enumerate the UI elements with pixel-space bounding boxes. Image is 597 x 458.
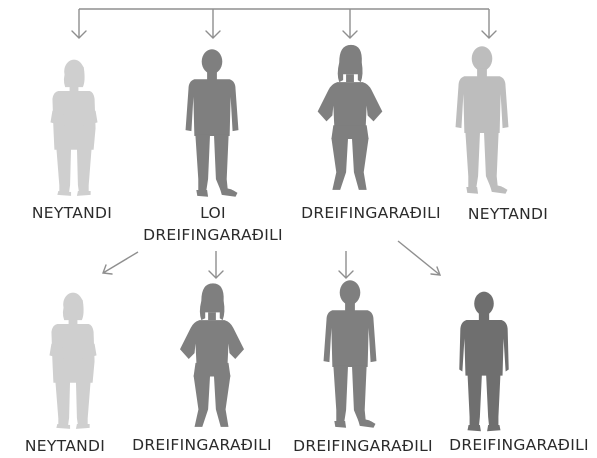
top-label-distributor-loi: LOI DREIFINGARAÐILI [143, 204, 283, 244]
bottom-label-distributor-3: DREIFINGARAÐILI [449, 436, 589, 454]
middle-connector-arrows [102, 240, 441, 278]
bottom-label-consumer: NEYTANDI [24, 437, 106, 455]
arrowhead-icon [208, 270, 224, 279]
arrowhead-icon [481, 30, 497, 39]
arrowhead-icon [338, 270, 354, 279]
top-label-consumer-2: NEYTANDI [467, 205, 549, 223]
arrowheads [71, 30, 497, 279]
woman-hands-on-hips-icon [179, 283, 245, 427]
man-suit-tie-icon [323, 280, 377, 428]
man-suit-tie-icon [185, 49, 239, 197]
top-label-consumer-1: NEYTANDI [31, 204, 113, 222]
bottom-label-distributor-2: DREIFINGARAÐILI [293, 437, 433, 455]
man-suit-tie-icon [455, 46, 509, 194]
arrowhead-icon [71, 30, 87, 39]
arrowhead-icon [430, 266, 442, 276]
arrowhead-icon [102, 264, 113, 275]
arrow-to-bottom-4 [397, 240, 441, 276]
woman-hands-on-hips-icon [317, 44, 383, 190]
arrowhead-icon [205, 30, 221, 39]
man-casual-icon [459, 291, 509, 432]
top-label-distributor: DREIFINGARAÐILI [301, 204, 441, 222]
bottom-label-distributor-1: DREIFINGARAÐILI [132, 436, 272, 454]
woman-suit-icon [50, 59, 98, 196]
arrowhead-icon [342, 30, 358, 39]
arrow-to-bottom-1 [102, 251, 139, 274]
top-connector-tree [78, 8, 490, 38]
woman-suit-icon [49, 292, 97, 429]
